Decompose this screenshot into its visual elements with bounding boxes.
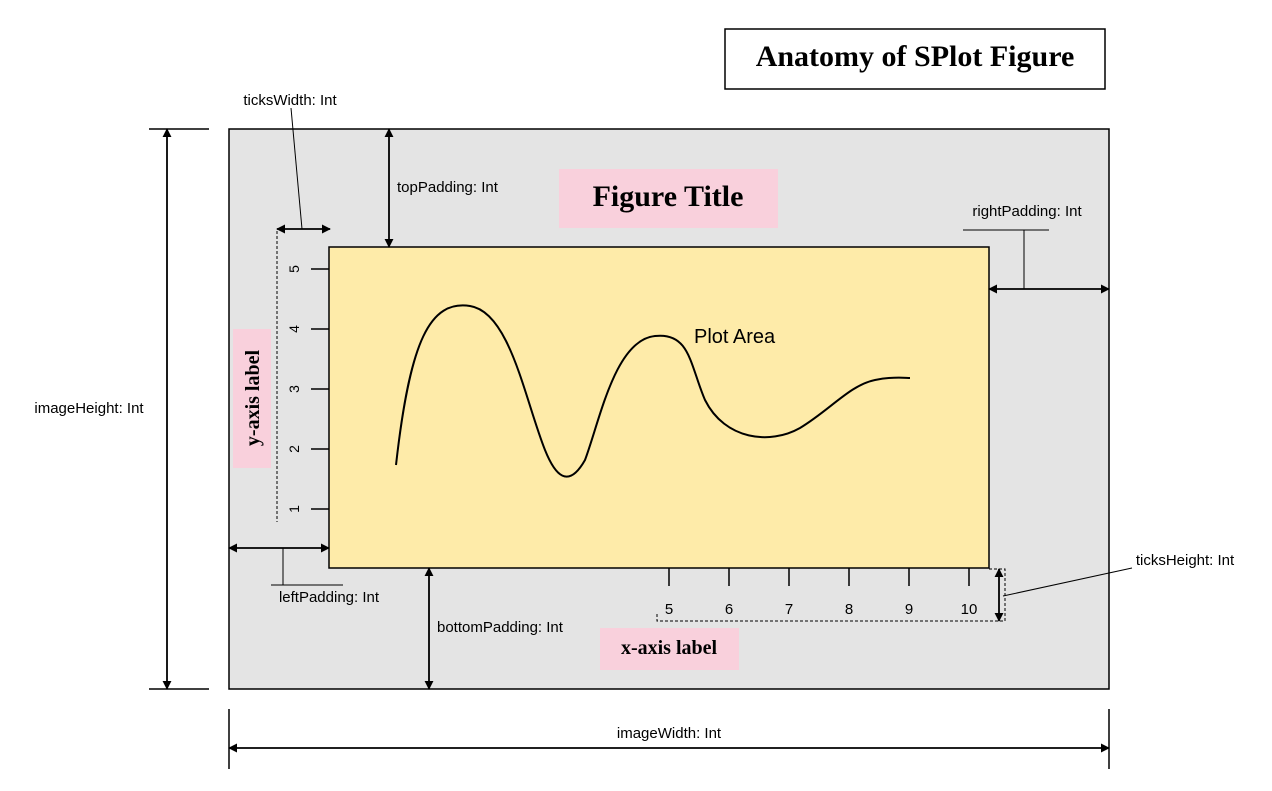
top-padding-label: topPadding: Int [397, 179, 499, 196]
y-tick-label: 3 [286, 385, 302, 393]
y-axis: 5 4 3 2 1 [286, 265, 329, 513]
x-tick-label: 5 [665, 601, 673, 618]
x-tick-label: 8 [845, 601, 853, 618]
ticks-height-leader [1002, 567, 1133, 597]
y-tick-label: 5 [286, 265, 302, 273]
x-axis-label-highlight [600, 628, 739, 670]
ticks-width-label: ticksWidth: Int [243, 92, 337, 109]
x-tick-label: 9 [905, 601, 913, 618]
y-tick-label: 2 [286, 445, 302, 453]
heading-text: Anatomy of SPlot Figure [756, 40, 1075, 73]
y-tick-label: 1 [286, 505, 302, 513]
figure-title: Figure Title [593, 180, 744, 213]
figure-title-highlight [559, 169, 778, 228]
image-height-label: imageHeight: Int [34, 400, 144, 417]
image-width-label: imageWidth: Int [617, 725, 722, 742]
plot-area-label: Plot Area [694, 326, 776, 348]
data-curve [395, 304, 911, 478]
x-tick-label: 6 [725, 601, 733, 618]
x-tick-label: 10 [961, 601, 978, 618]
x-axis-label: x-axis label [621, 637, 718, 659]
y-axis-label-highlight [233, 329, 271, 468]
ticks-width-leader [290, 107, 303, 230]
x-axis: 5 6 7 8 9 10 [665, 568, 978, 618]
y-tick-label: 4 [286, 325, 302, 333]
ticks-height-label: ticksHeight: Int [1136, 552, 1235, 569]
plot-area [328, 246, 990, 569]
x-tick-label: 7 [785, 601, 793, 618]
y-axis-label: y-axis label [242, 350, 264, 447]
right-padding-label: rightPadding: Int [972, 203, 1082, 220]
heading-box [724, 28, 1106, 90]
left-padding-label: leftPadding: Int [279, 589, 380, 606]
bottom-padding-label: bottomPadding: Int [437, 619, 564, 636]
